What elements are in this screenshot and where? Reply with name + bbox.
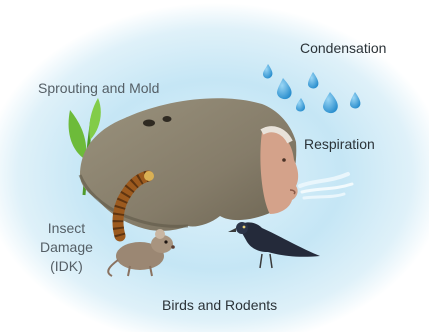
- label-insect-line-3: (IDK): [40, 257, 93, 276]
- label-sprouting-and-mold: Sprouting and Mold: [38, 80, 159, 97]
- label-birds-and-rodents: Birds and Rodents: [162, 297, 277, 314]
- label-insect-line-1: Insect: [40, 219, 93, 238]
- label-insect-damage: Insect Damage (IDK): [40, 219, 93, 276]
- label-respiration: Respiration: [304, 136, 375, 153]
- label-condensation: Condensation: [300, 40, 386, 57]
- label-insect-line-2: Damage: [40, 238, 93, 257]
